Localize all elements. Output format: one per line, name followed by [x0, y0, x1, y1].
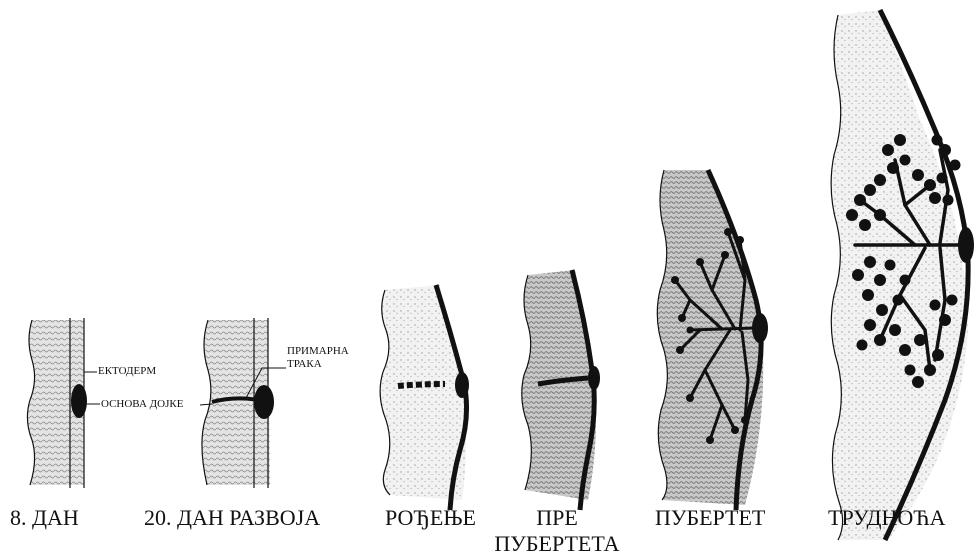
stage-label-birth: РОЂЕЊЕ: [385, 505, 476, 531]
stage-4-nipple: [588, 366, 600, 390]
stage-label-day-20: 20. ДАН РАЗВОЈА: [144, 505, 320, 531]
stage-label-pre-puberty-line2: ПУБЕРТЕТА: [492, 531, 622, 557]
label-primary-band-line1: ПРИМАРНА: [287, 345, 349, 358]
stage-label-pre-puberty: ПРЕ ПУБЕРТЕТА: [492, 505, 622, 557]
stage-label-pre-puberty-line1: ПРЕ: [492, 505, 622, 531]
stage-label-pregnancy: ТРУДНОЋА: [828, 505, 945, 531]
label-gland-base: ОСНОВА ДОЈКЕ: [101, 398, 183, 411]
label-primary-band: ПРИМАРНА ТРАКА: [287, 345, 349, 371]
label-ectoderm: ЕКТОДЕРМ: [98, 365, 156, 378]
stage-6-nipple: [958, 227, 974, 263]
stage-1-gland-base: [71, 384, 87, 418]
label-primary-band-line2: ТРАКА: [287, 358, 349, 371]
stage-5-tissue: [657, 170, 763, 505]
stage-2-gland-base: [254, 385, 274, 419]
stage-4-drawing: [522, 270, 600, 510]
stage-3-nipple: [455, 372, 469, 398]
stage-label-day-8: 8. ДАН: [10, 505, 79, 531]
stage-6-tissue: [831, 10, 968, 540]
stage-2-drawing: [200, 318, 286, 488]
stage-1-drawing: [27, 318, 100, 488]
stage-6-drawing: [831, 10, 974, 540]
stage-5-drawing: [657, 170, 768, 510]
stage-label-puberty: ПУБЕРТЕТ: [655, 505, 765, 531]
stage-3-drawing: [380, 285, 469, 510]
stage-5-nipple: [752, 313, 768, 343]
